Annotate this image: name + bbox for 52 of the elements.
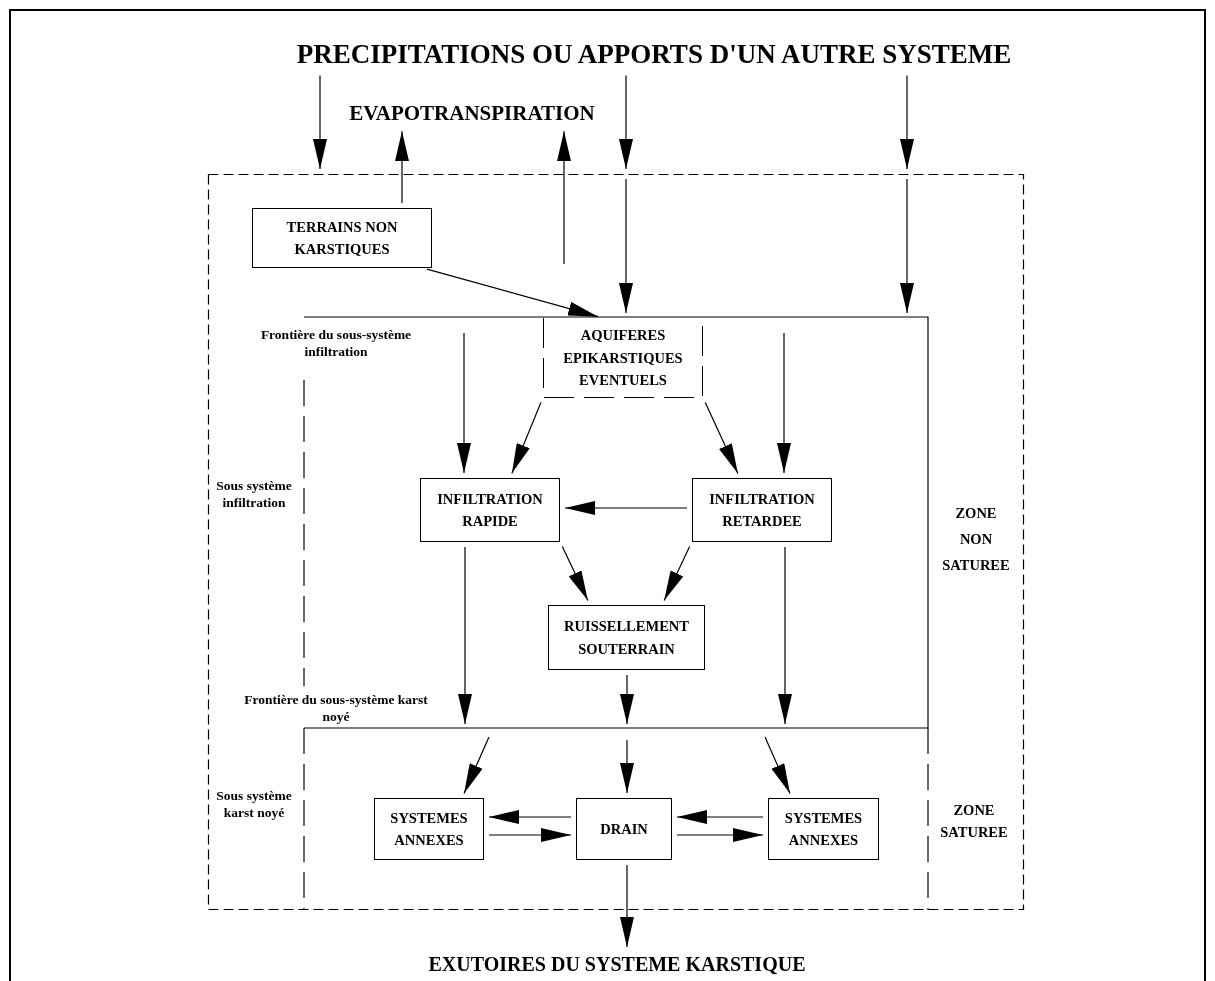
zone-label: ZONE SATUREE — [939, 801, 1009, 842]
arrow — [511, 401, 542, 474]
arrow — [620, 739, 634, 794]
process-box — [374, 798, 484, 860]
heading-text: EVAPOTRANSPIRATION — [349, 101, 595, 127]
box-label: SYSTEMES ANNEXES — [389, 808, 469, 850]
system-boundary-box — [208, 174, 1024, 910]
arrow — [488, 828, 572, 842]
box-label: INFILTRATION RAPIDE — [436, 489, 544, 531]
arrow — [777, 332, 791, 474]
process-box — [548, 605, 705, 670]
arrow — [778, 546, 792, 725]
process-box — [543, 318, 703, 398]
heading-text: EXUTOIRES DU SYSTEME KARSTIQUE — [428, 952, 806, 976]
box-label: TERRAINS NON KARSTIQUES — [285, 217, 399, 259]
box-label: SYSTEMES ANNEXES — [783, 808, 864, 850]
arrow — [457, 332, 471, 474]
arrow — [620, 864, 634, 948]
arrow — [313, 74, 327, 170]
process-box — [692, 478, 832, 542]
arrow — [900, 74, 914, 170]
process-box — [576, 798, 672, 860]
subsystem-label: Sous système karst noyé — [215, 788, 293, 822]
box-label: AQUIFERES EPIKARSTIQUES EVENTUELS — [562, 326, 684, 391]
arrow — [676, 810, 764, 824]
box-label: DRAIN — [599, 819, 649, 839]
arrow — [620, 674, 634, 725]
zone-label: ZONE NON SATUREE — [941, 504, 1011, 576]
arrow — [900, 178, 914, 314]
box-label: INFILTRATION RETARDEE — [708, 489, 816, 531]
arrow — [426, 268, 599, 318]
arrow — [564, 501, 688, 515]
arrow — [676, 828, 764, 842]
box-label: RUISSELLEMENT SOUTERRAIN — [563, 617, 690, 659]
process-box — [252, 208, 432, 268]
heading-text: PRECIPITATIONS OU APPORTS D'UN AUTRE SYSTEME — [296, 38, 1012, 71]
arrow — [488, 810, 572, 824]
arrow — [395, 130, 409, 204]
arrow — [663, 545, 691, 602]
arrow — [557, 130, 571, 265]
process-box — [768, 798, 879, 860]
arrow — [463, 736, 490, 795]
boundary-label: Frontière du sous-système infiltration — [259, 327, 413, 361]
boundary-label: Frontière du sous-système karst noyé — [244, 692, 428, 726]
arrow — [619, 74, 633, 170]
arrow — [764, 736, 791, 795]
arrow — [561, 545, 589, 602]
process-box — [420, 478, 560, 542]
arrow — [619, 178, 633, 314]
subsystem-label: Sous système infiltration — [215, 478, 293, 512]
arrow — [704, 401, 739, 475]
arrow — [458, 546, 472, 725]
